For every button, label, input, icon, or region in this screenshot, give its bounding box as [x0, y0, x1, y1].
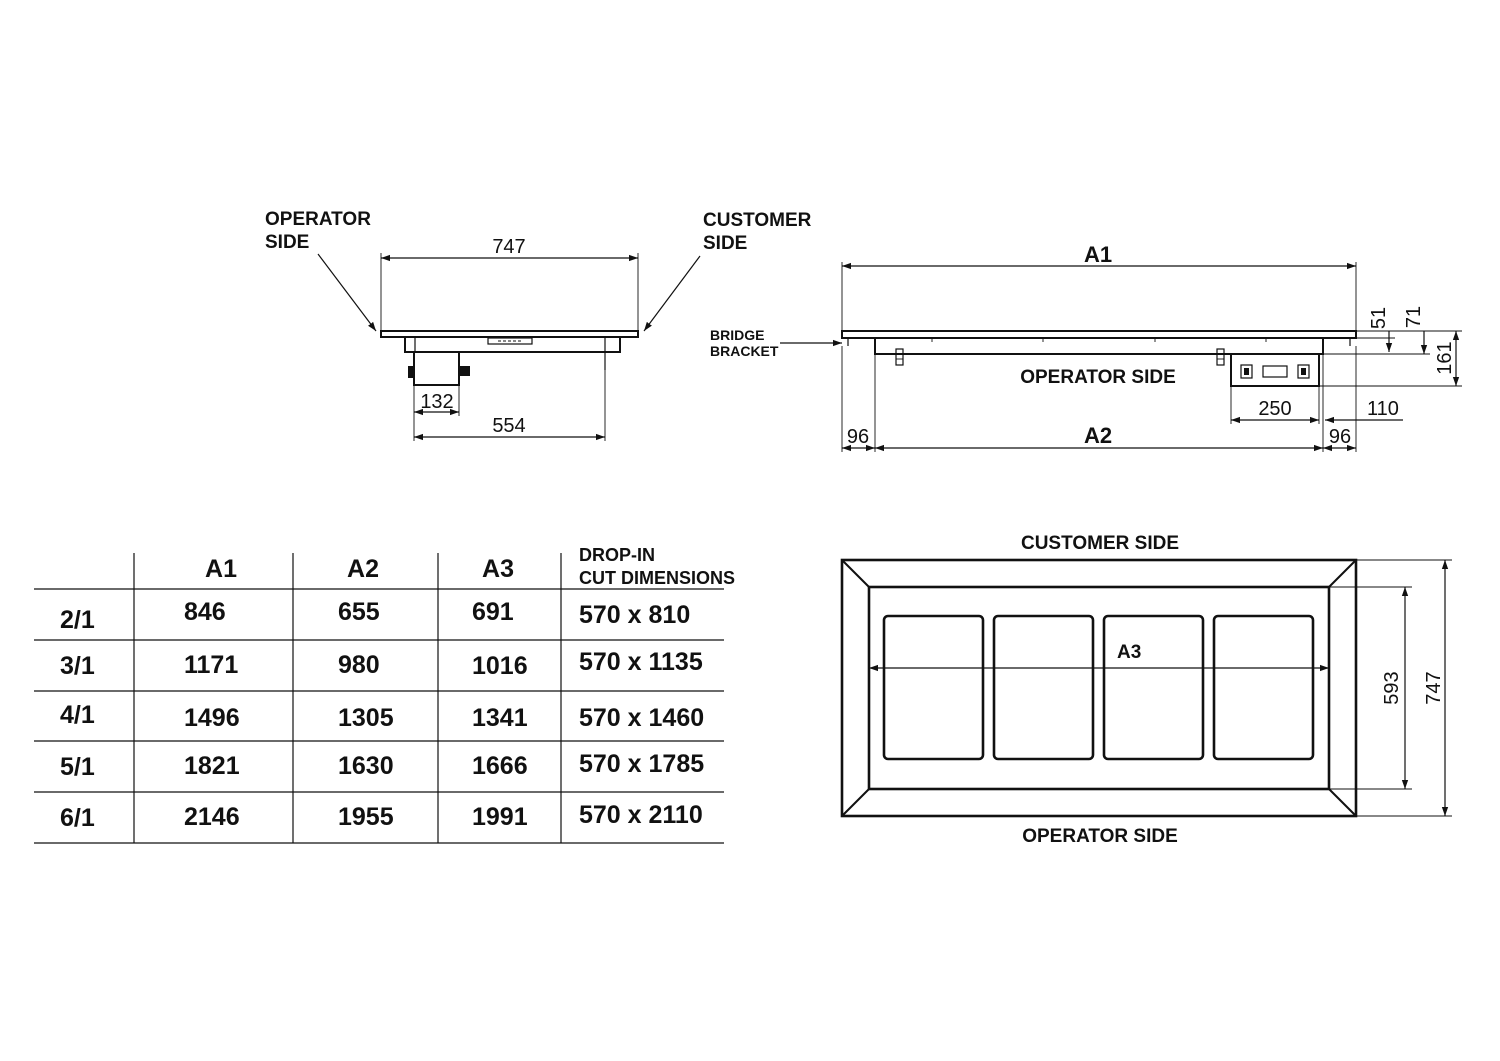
dimensions-table: A1 A2 A3 DROP-IN CUT DIMENSIONS 2/1 846 … — [34, 545, 735, 844]
table-cell-size: 4/1 — [60, 701, 95, 729]
table-cell-a1: 1171 — [184, 651, 238, 679]
control-knob — [408, 366, 414, 378]
tank-body — [404, 336, 621, 353]
bridge-bracket-right — [1216, 348, 1225, 366]
table-cell-a3: 1666 — [472, 752, 528, 780]
front-view: A1 BRIDGE BRACKET OPERATOR SIDE — [710, 242, 1462, 452]
control-indicator-icon — [1297, 364, 1310, 379]
table-cell-size: 2/1 — [60, 606, 95, 634]
top-customer-side-label: CUSTOMER SIDE — [1021, 533, 1179, 554]
bridge-bracket-label-line2: BRACKET — [710, 343, 779, 359]
bridge-bracket-label-line1: BRIDGE — [710, 327, 764, 343]
operator-side-leader — [317, 253, 377, 332]
table-cell-a3: 691 — [472, 598, 514, 626]
control-display — [1262, 365, 1288, 378]
frame-corner — [1328, 559, 1357, 588]
dim-label-71: 71 — [1403, 306, 1425, 328]
operator-side-label-line2: SIDE — [265, 232, 309, 253]
dim-label-554: 554 — [492, 415, 525, 437]
top-frame-inner — [867, 585, 1331, 791]
table-cell-a1: 846 — [184, 598, 226, 626]
table-cell-a1: 1496 — [184, 704, 240, 732]
gastronorm-well-1 — [882, 614, 985, 761]
table-cell-a2: 980 — [338, 651, 380, 679]
dim-label-110: 110 — [1367, 398, 1399, 420]
top-frame-outer — [840, 558, 1358, 818]
dim-label-96-right: 96 — [1329, 426, 1351, 448]
frame-corner — [1328, 788, 1357, 817]
table-cell-a2: 1630 — [338, 752, 394, 780]
control-box — [413, 351, 460, 386]
table-cell-a3: 1341 — [472, 704, 528, 732]
customer-side-leader — [643, 255, 701, 332]
dim-label-96-left: 96 — [847, 426, 869, 448]
dim-label-747: 747 — [492, 236, 525, 258]
top-plate — [841, 330, 1357, 339]
dim-label-161: 161 — [1434, 341, 1456, 374]
table-cell-a2: 1305 — [338, 704, 394, 732]
operator-side-label-line1: OPERATOR — [265, 209, 371, 230]
control-connector — [459, 366, 470, 376]
table-cell-cut: 570 x 2110 — [579, 801, 703, 829]
top-view: CUSTOMER SIDE OPERATOR SIDE A3 593 747 — [840, 533, 1452, 847]
dim-label-a2: A2 — [1084, 423, 1112, 448]
table-header-a3: A3 — [482, 555, 514, 583]
table-cell-a2: 655 — [338, 598, 380, 626]
dim-label-593: 593 — [1381, 671, 1403, 704]
gastronorm-well-3 — [1102, 614, 1205, 761]
table-cell-cut: 570 x 1135 — [579, 648, 703, 676]
dim-label-51: 51 — [1368, 307, 1390, 329]
frame-corner — [841, 788, 870, 817]
gastronorm-well-2 — [992, 614, 1095, 761]
dim-label-747-top: 747 — [1423, 671, 1445, 704]
table-cell-cut: 570 x 1785 — [579, 750, 704, 778]
table-cell-size: 5/1 — [60, 753, 95, 781]
customer-side-label-line1: CUSTOMER — [703, 210, 812, 231]
dim-label-132: 132 — [420, 391, 453, 413]
dim-label-250: 250 — [1258, 398, 1291, 420]
table-header-a2: A2 — [347, 555, 379, 583]
top-operator-side-label: OPERATOR SIDE — [1022, 826, 1178, 847]
table-cell-cut: 570 x 1460 — [579, 704, 704, 732]
control-panel — [1230, 353, 1320, 387]
control-indicator-icon — [1244, 368, 1249, 375]
frame-corner — [841, 559, 870, 588]
control-indicator-icon — [1301, 368, 1306, 375]
front-operator-side-label: OPERATOR SIDE — [1020, 367, 1176, 388]
gastronorm-well-4 — [1212, 614, 1315, 761]
table-cell-a1: 2146 — [184, 803, 240, 831]
dim-label-a1: A1 — [1084, 242, 1112, 267]
table-cell-size: 6/1 — [60, 804, 95, 832]
side-view: OPERATOR SIDE CUSTOMER SIDE 747 132 554 — [265, 209, 812, 441]
control-indicator-icon — [1240, 364, 1253, 379]
table-header-a1: A1 — [205, 555, 237, 583]
table-cell-cut: 570 x 810 — [579, 601, 690, 629]
bridge-bracket-left — [895, 348, 904, 366]
table-cell-a3: 1991 — [472, 803, 528, 831]
tank-body — [874, 337, 1324, 355]
table-header-cut-line1: DROP-IN — [579, 545, 655, 565]
table-header-cut-line2: CUT DIMENSIONS — [579, 568, 735, 588]
table-cell-a3: 1016 — [472, 652, 528, 680]
dim-label-a3: A3 — [1117, 642, 1141, 663]
table-cell-a1: 1821 — [184, 752, 240, 780]
table-cell-size: 3/1 — [60, 652, 95, 680]
customer-side-label-line2: SIDE — [703, 233, 747, 254]
table-cell-a2: 1955 — [338, 803, 394, 831]
